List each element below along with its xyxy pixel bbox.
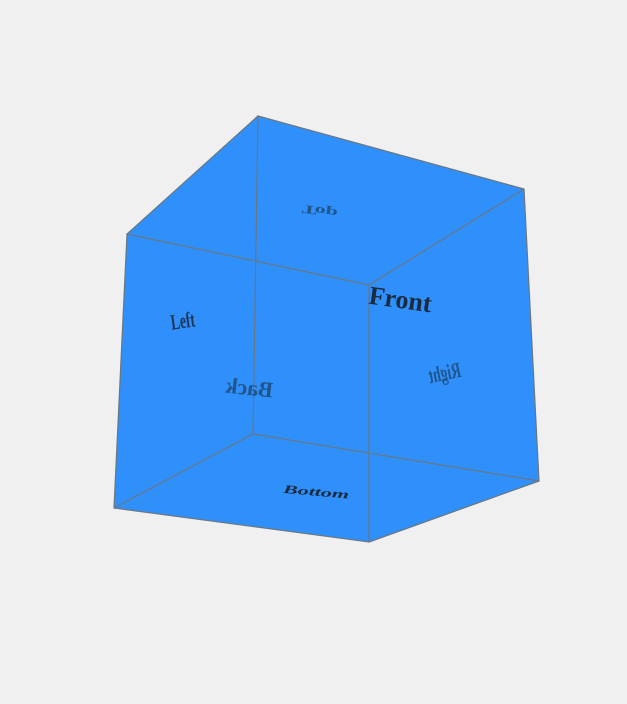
face-label-left: Left (169, 307, 197, 334)
face-label-bottom: Bottom (281, 482, 349, 501)
edge-top-right (368, 188, 525, 286)
cube-body (114, 116, 539, 542)
edge-bottom-left (113, 433, 254, 509)
cube-edges (113, 115, 540, 543)
edge-top-left (126, 115, 259, 235)
face-label-top: Top (301, 202, 339, 221)
edge-bottom-right (368, 480, 540, 543)
face-label-back: Back (223, 373, 274, 403)
